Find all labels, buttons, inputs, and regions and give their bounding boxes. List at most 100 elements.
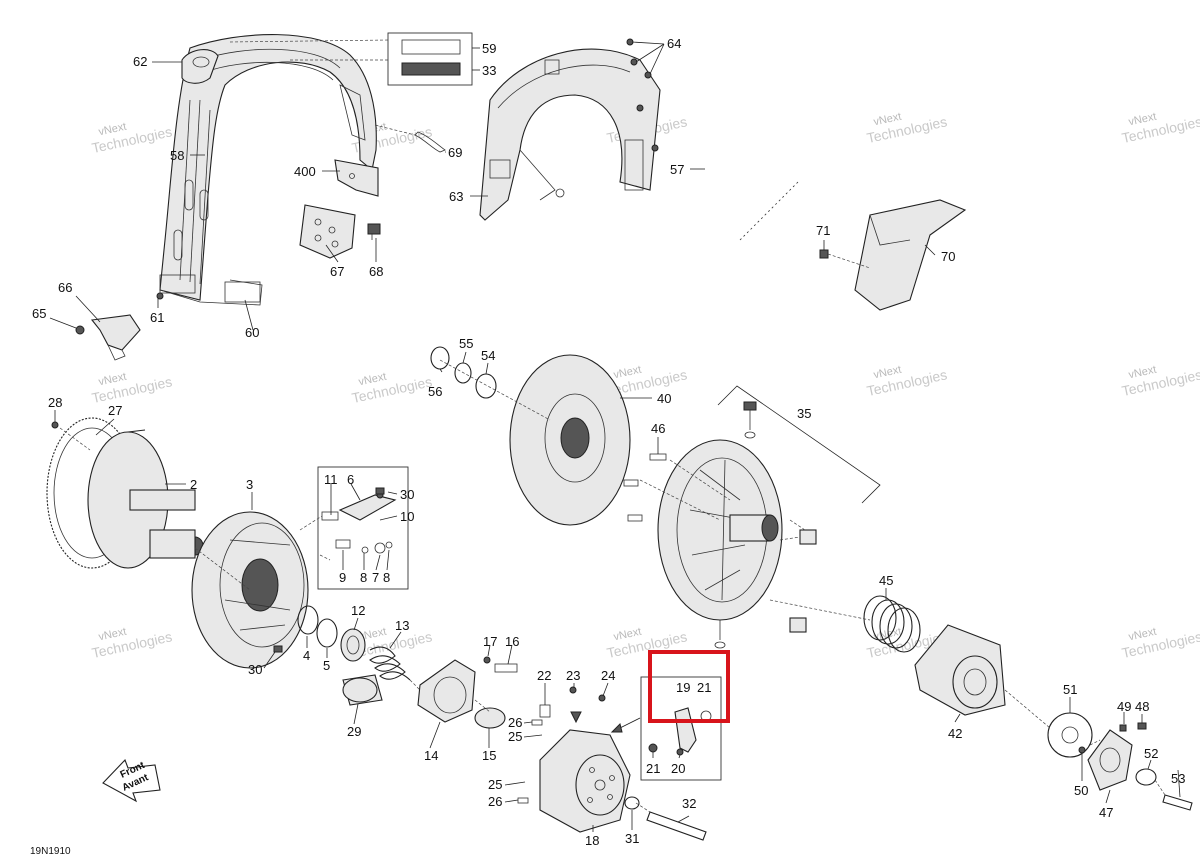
watermark-text: vNext xyxy=(358,371,388,389)
callout-17: 17 xyxy=(483,634,497,649)
callout-16: 16 xyxy=(505,634,519,649)
bracket-35 xyxy=(717,385,881,504)
callout-64: 64 xyxy=(667,36,681,51)
washer-17 xyxy=(483,656,491,664)
callout-66: 66 xyxy=(58,280,72,295)
decal-box xyxy=(229,32,473,86)
callout-42: 42 xyxy=(948,726,962,741)
movable-sheave-3 xyxy=(191,511,309,669)
watermark-text: vNext xyxy=(1128,626,1158,644)
leader-lines xyxy=(49,41,1181,832)
callout-60: 60 xyxy=(245,325,259,340)
screw-23 xyxy=(569,686,577,694)
callout-47: 47 xyxy=(1099,805,1113,820)
cap-47 xyxy=(1087,729,1133,791)
callout-400: 400 xyxy=(294,164,316,179)
bolt-16 xyxy=(494,663,518,673)
callout-15: 15 xyxy=(482,748,496,763)
pin-26b xyxy=(517,797,529,804)
screw-30-upper xyxy=(375,487,385,495)
watermark-text: vNext xyxy=(98,121,128,139)
screw-28 xyxy=(51,421,59,429)
housing-18 xyxy=(539,729,631,833)
spring-45 xyxy=(863,595,921,653)
callout-62: 62 xyxy=(133,54,147,69)
callout-26: 26 xyxy=(508,715,522,730)
cam-42 xyxy=(914,624,1006,716)
callout-7: 7 xyxy=(372,570,379,585)
watermark-text: vNext xyxy=(873,364,903,382)
callout-6: 6 xyxy=(347,472,354,487)
callout-30: 30 xyxy=(400,487,414,502)
callout-14: 14 xyxy=(424,748,438,763)
bolt-53 xyxy=(1162,794,1193,811)
watermark-text: vNext xyxy=(98,371,128,389)
callout-70: 70 xyxy=(941,249,955,264)
washer-31 xyxy=(624,796,640,810)
callout-26: 26 xyxy=(488,794,502,809)
callout-56: 56 xyxy=(428,384,442,399)
spring-13 xyxy=(369,646,411,681)
document-id: 19N1910 xyxy=(30,846,71,857)
callout-3: 3 xyxy=(246,477,253,492)
callout-61: 61 xyxy=(150,310,164,325)
screw-49 xyxy=(1119,724,1127,732)
callout-19: 19 xyxy=(676,680,690,695)
callout-5: 5 xyxy=(323,658,330,673)
bracket-66 xyxy=(90,314,141,361)
sheave-35 xyxy=(657,439,783,621)
bolt-68 xyxy=(367,223,381,240)
callout-31: 31 xyxy=(625,831,639,846)
clip-69 xyxy=(374,124,446,153)
callout-52: 52 xyxy=(1144,746,1158,761)
watermark-text: vNext xyxy=(873,111,903,129)
watermark-text: vNext xyxy=(613,364,643,382)
callout-25: 25 xyxy=(508,729,522,744)
callout-10: 10 xyxy=(400,509,414,524)
callout-40: 40 xyxy=(657,391,671,406)
callout-59: 59 xyxy=(482,41,496,56)
bracket-67 xyxy=(299,204,356,259)
watermark-text: vNext xyxy=(1128,364,1158,382)
callout-20: 20 xyxy=(671,761,685,776)
callout-labels: 62 59 33 58 400 69 67 68 61 60 66 65 64 … xyxy=(32,36,1185,848)
screw-50 xyxy=(1078,746,1086,754)
callout-24: 24 xyxy=(601,668,615,683)
bolt-32 xyxy=(646,811,707,841)
callout-29: 29 xyxy=(347,724,361,739)
watermark-text: vNext xyxy=(1128,111,1158,129)
screw-22 xyxy=(539,704,551,718)
callout-8: 8 xyxy=(383,570,390,585)
callout-11: 11 xyxy=(324,472,338,487)
front-arrow: Front Avant xyxy=(102,758,161,803)
callout-13: 13 xyxy=(395,618,409,633)
sleeve-29 xyxy=(342,674,383,706)
callout-27: 27 xyxy=(108,403,122,418)
screw-30-lower xyxy=(273,645,283,653)
watermark-text: vNext xyxy=(98,626,128,644)
callout-71: 71 xyxy=(816,223,830,238)
drive-belt-57 xyxy=(705,35,838,287)
arrow-head xyxy=(610,723,623,733)
callout-53: 53 xyxy=(1171,771,1185,786)
callout-30: 30 xyxy=(248,662,262,677)
callout-35: 35 xyxy=(797,406,811,421)
callout-18: 18 xyxy=(585,833,599,848)
callout-49: 49 xyxy=(1117,699,1131,714)
spider-14 xyxy=(417,659,476,723)
bushing-4 xyxy=(297,605,319,635)
callout-28: 28 xyxy=(48,395,62,410)
lever-assembly-box xyxy=(317,466,409,590)
watermark-text: vNext xyxy=(613,626,643,644)
fixed-sheave-2 xyxy=(87,429,204,569)
screw-65 xyxy=(75,325,85,335)
callout-63: 63 xyxy=(449,189,463,204)
cover-70 xyxy=(854,199,967,311)
highlight-box xyxy=(648,650,730,723)
callout-25: 25 xyxy=(488,777,502,792)
callout-51: 51 xyxy=(1063,682,1077,697)
callout-67: 67 xyxy=(330,264,344,279)
bracket-400 xyxy=(334,159,379,197)
callout-4: 4 xyxy=(303,648,310,663)
